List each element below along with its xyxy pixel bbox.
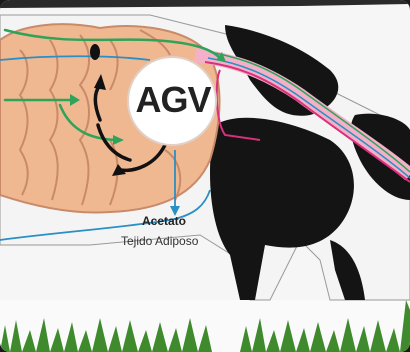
agv-label: AGV bbox=[128, 79, 218, 121]
dark-spot bbox=[90, 44, 100, 60]
adipose-tissue-label: Tejido Adiposo bbox=[121, 234, 198, 248]
acetate-label: Acetato bbox=[142, 214, 186, 228]
